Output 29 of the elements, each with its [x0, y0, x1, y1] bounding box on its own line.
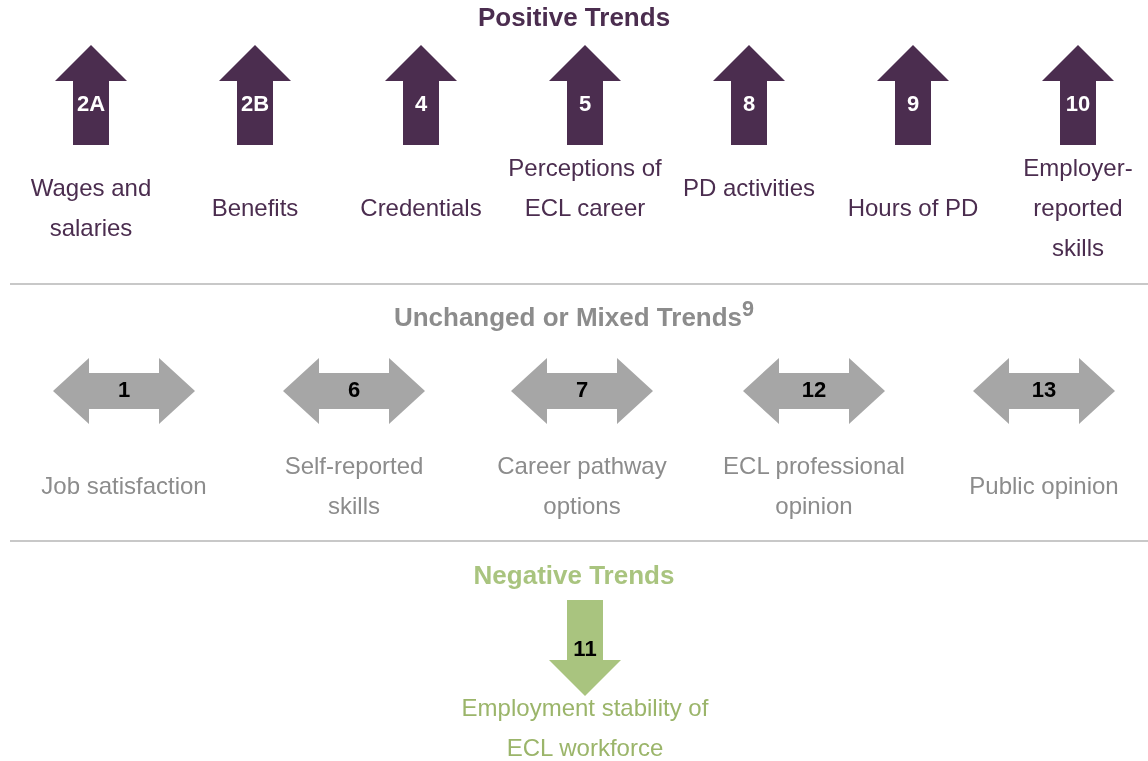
trend-number: 10 — [1065, 91, 1091, 117]
trend-number: 7 — [575, 377, 589, 403]
trend-label: Perceptions of ECL career — [507, 153, 663, 223]
trend-number: 11 — [573, 636, 597, 662]
trend-label: Self-reported skills — [283, 451, 425, 521]
trend-number: 1 — [117, 377, 131, 403]
trend-number: 2A — [76, 91, 106, 117]
section-heading: Unchanged or Mixed Trends$^{9}$ — [393, 296, 755, 333]
trend-label: PD activities — [681, 173, 816, 203]
trend-label: Benefits — [210, 193, 300, 223]
trend-label: Employment stability of ECL workforce — [460, 693, 710, 761]
trend-number: 2B — [240, 91, 270, 117]
trend-number: 9 — [906, 91, 920, 117]
section-heading: Negative Trends — [473, 560, 675, 591]
trend-label: Employer-reported skills — [1022, 153, 1134, 263]
trend-label: Career pathway options — [496, 451, 668, 521]
section-heading: Positive Trends — [477, 2, 671, 33]
trend-label: Wages and salaries — [29, 173, 153, 243]
trend-label: Public opinion — [968, 471, 1120, 501]
trend-number: 5 — [578, 91, 592, 117]
trend-label: Job satisfaction — [40, 471, 208, 501]
trend-number: 13 — [1031, 377, 1057, 403]
trend-label: Hours of PD — [846, 193, 980, 223]
trend-label: ECL professional opinion — [722, 451, 906, 521]
trend-label: Credentials — [359, 193, 483, 223]
trend-number: 12 — [801, 377, 827, 403]
trend-number: 8 — [742, 91, 756, 117]
trend-number: 6 — [347, 377, 361, 403]
trend-number: 4 — [414, 91, 428, 117]
